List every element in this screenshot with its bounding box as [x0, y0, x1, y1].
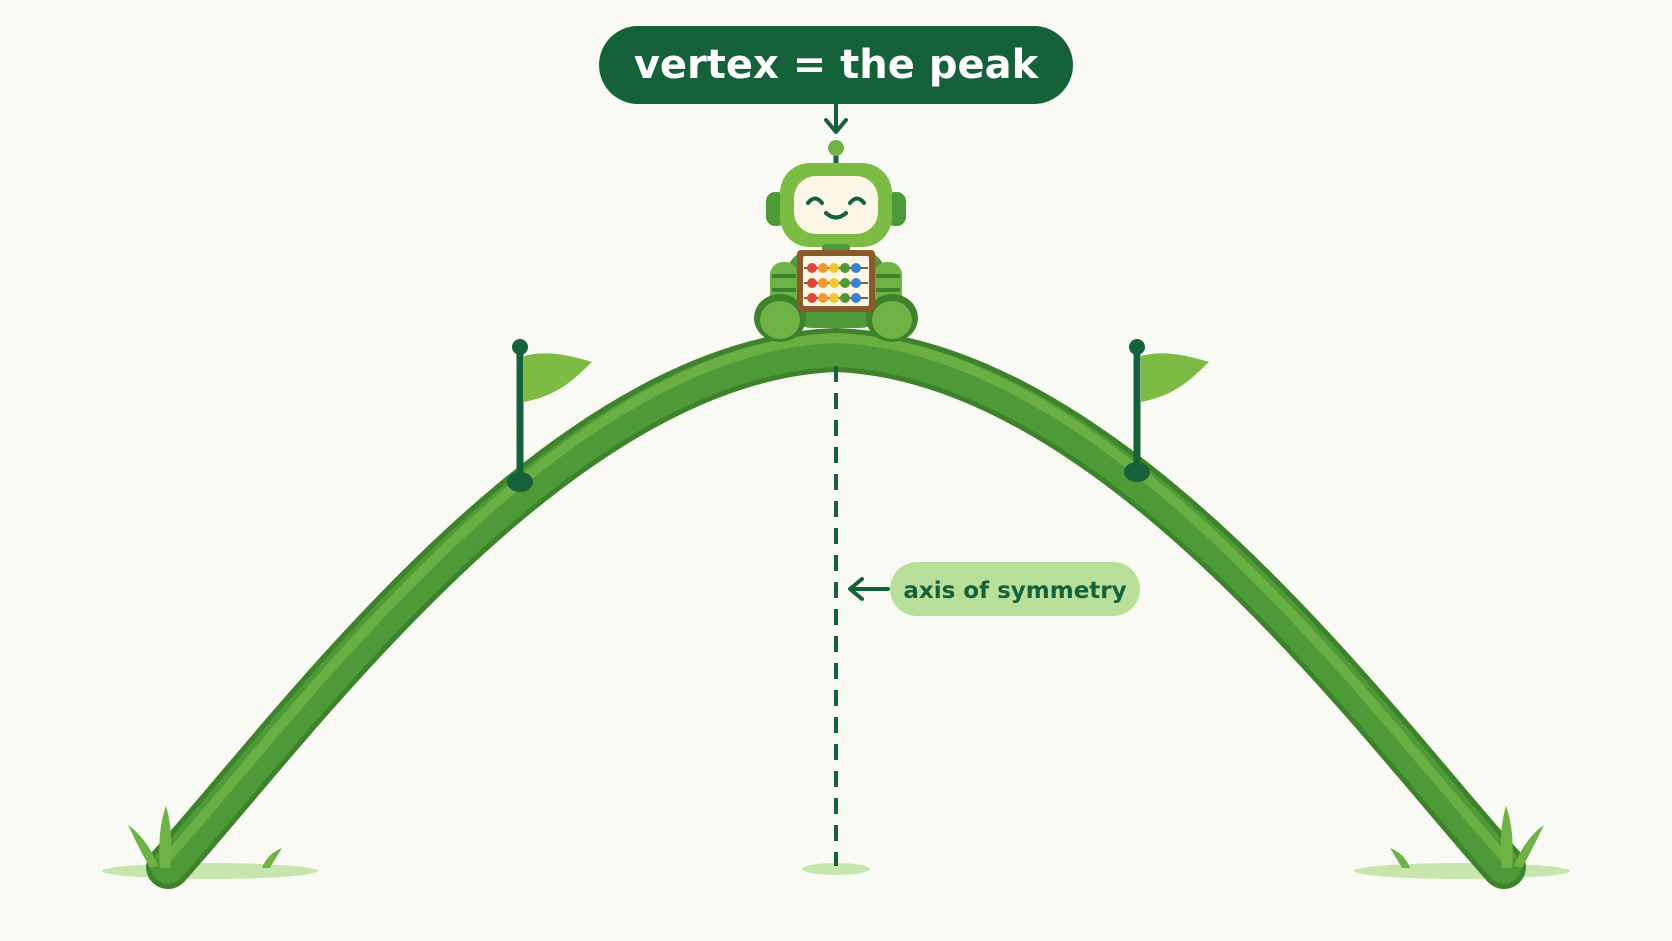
- flag-icon: [1124, 339, 1209, 482]
- vertex-label: vertex = the peak: [599, 26, 1073, 104]
- grass-tuft-icon: [128, 806, 282, 868]
- vertex-label-text: vertex = the peak: [634, 42, 1040, 88]
- abacus-icon: [797, 250, 875, 312]
- ground-shadow-right: [1354, 863, 1570, 879]
- axis-base-shadow: [802, 863, 870, 875]
- grass-tuft-icon: [1390, 806, 1544, 868]
- vertex-label-pill: [599, 26, 1073, 104]
- parabola-slide: [146, 327, 1526, 889]
- axis-label: axis of symmetry: [890, 562, 1140, 616]
- axis-label-pill: [890, 562, 1140, 616]
- axis-label-text: axis of symmetry: [903, 578, 1126, 604]
- flag-icon: [507, 339, 592, 492]
- ground-shadow-left: [102, 863, 318, 879]
- arrow-left-icon: [848, 577, 890, 601]
- arrow-down-icon: [824, 102, 848, 134]
